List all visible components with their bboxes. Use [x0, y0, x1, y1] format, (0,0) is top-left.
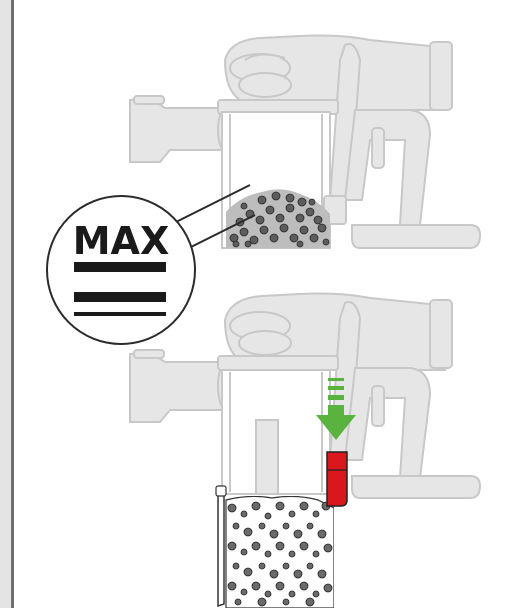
max-line-thick-2	[74, 292, 166, 302]
max-line-thick-1	[74, 262, 166, 272]
bin-dirt-emptying	[226, 496, 334, 608]
max-line-thin	[74, 312, 166, 316]
max-label: MAX	[73, 219, 170, 263]
bin-flap	[216, 486, 226, 606]
vacuum-cleaner-icon	[130, 294, 480, 499]
release-button-icon	[327, 452, 347, 506]
